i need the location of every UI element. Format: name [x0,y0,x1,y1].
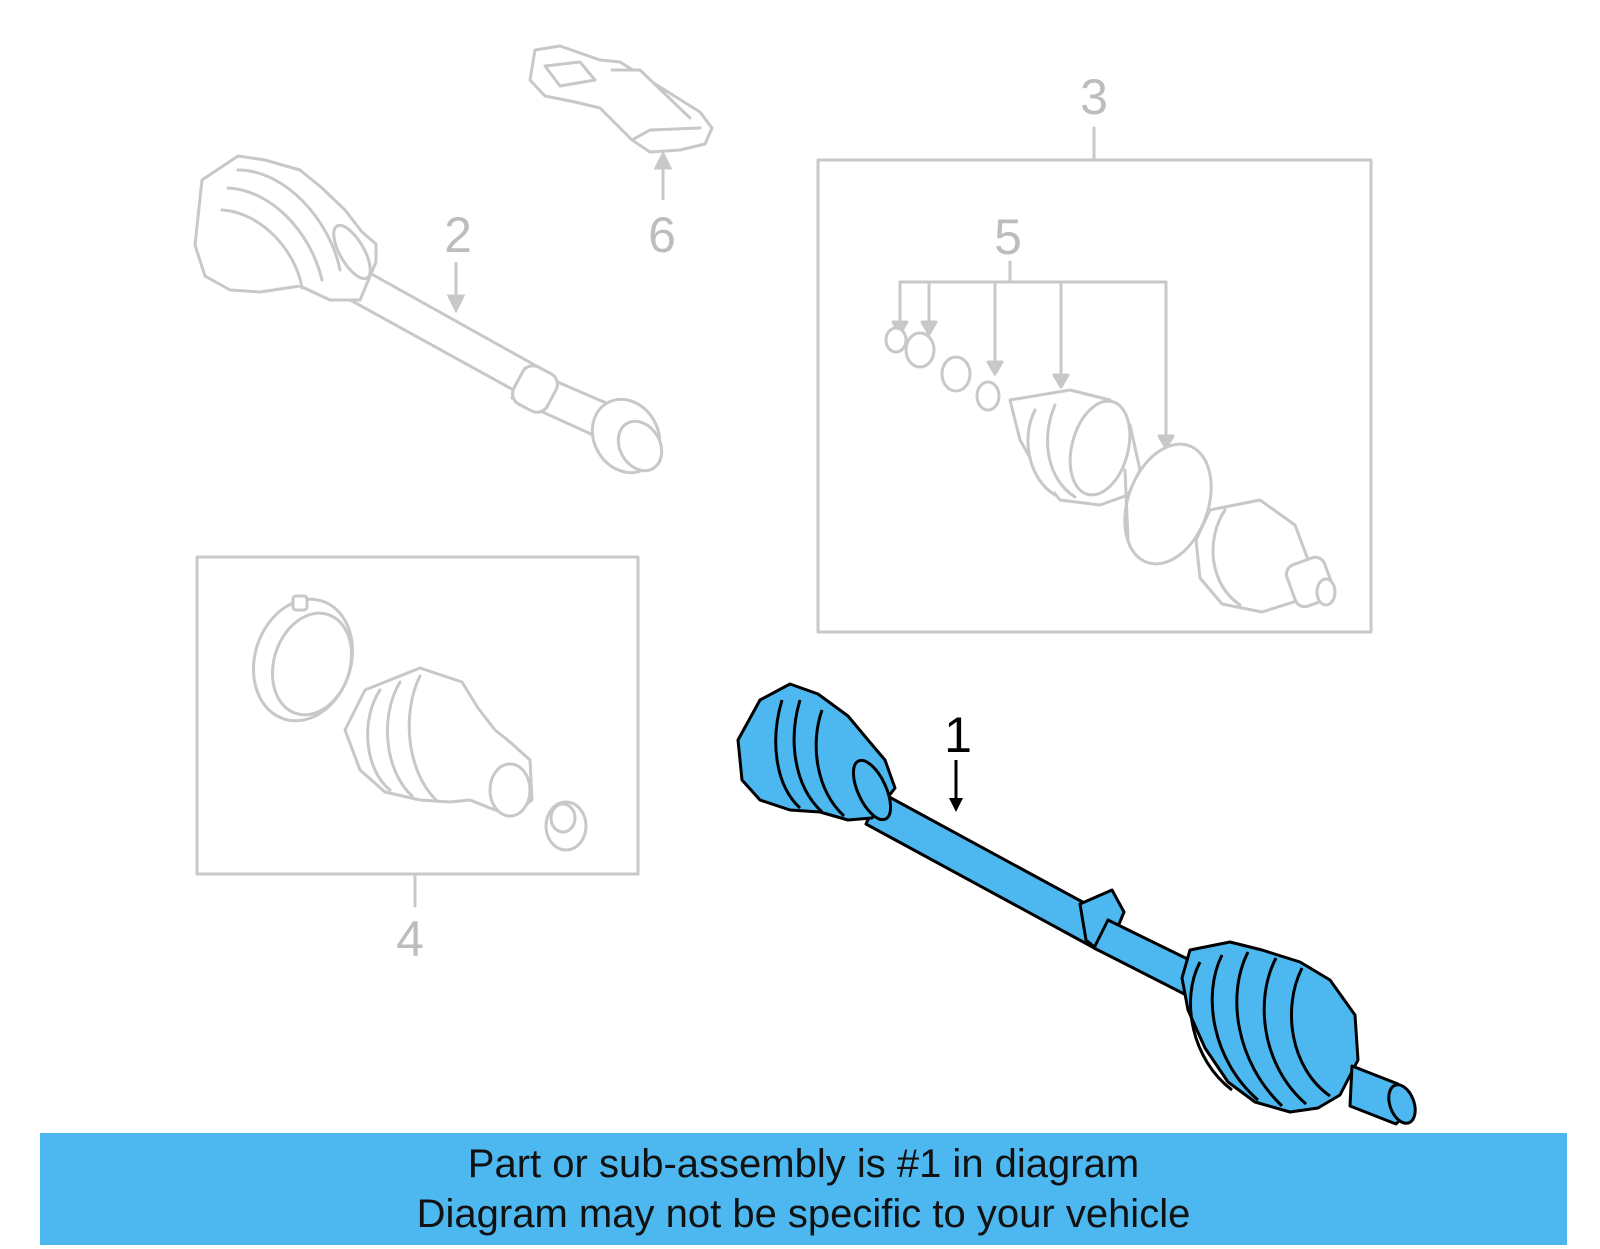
part-2-inner-shaft [193,154,664,475]
callout-5: 5 [994,209,1022,265]
callout-1: 1 [944,707,972,763]
part-6-bracket [528,44,714,154]
callout-6: 6 [648,207,676,263]
kit-4-parts [251,594,588,852]
callout-4: 4 [396,911,424,967]
callout-2: 2 [444,207,472,263]
info-banner: Part or sub-assembly is #1 in diagram Di… [40,1133,1567,1245]
callout-1-arrowhead [949,798,963,812]
kit-3-parts [884,326,1337,614]
part-5-leaders [891,260,1175,450]
banner-line-1: Part or sub-assembly is #1 in diagram [467,1142,1140,1186]
part-1-axle-shaft [736,682,1417,1126]
banner-line-2: Diagram may not be specific to your vehi… [416,1192,1191,1236]
kit-4-box [195,555,640,876]
callout-3: 3 [1080,69,1108,125]
